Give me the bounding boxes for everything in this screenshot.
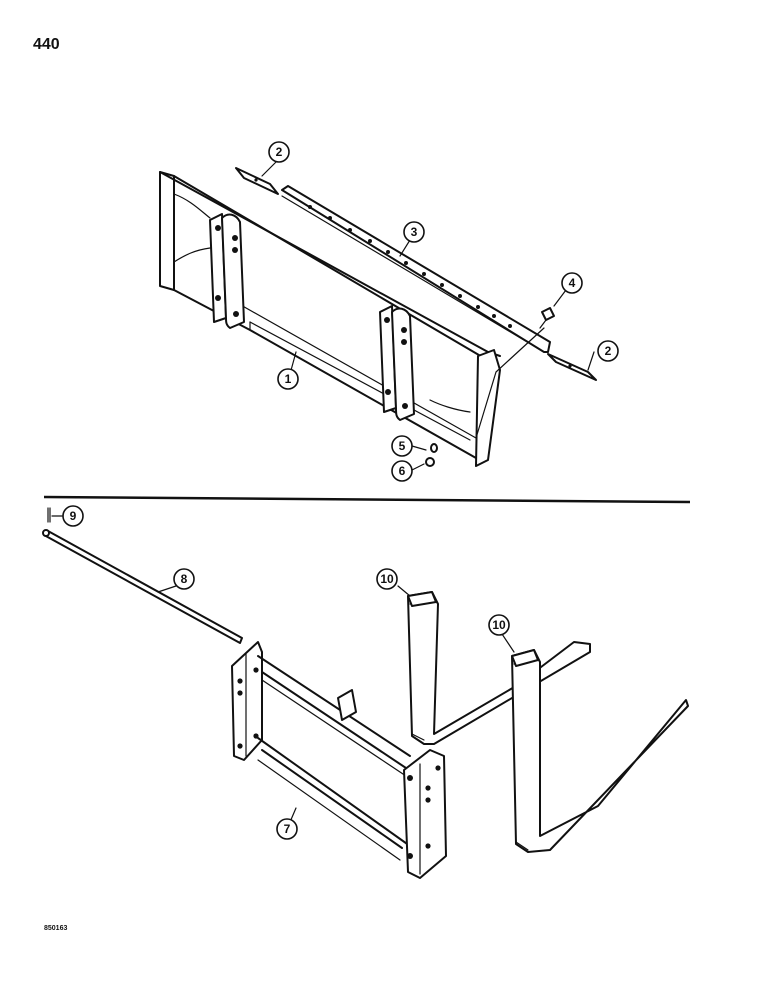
bolt — [539, 307, 555, 329]
fork-left — [407, 591, 591, 745]
bucket-bracket-right — [379, 305, 415, 421]
page-number: 440 — [33, 36, 60, 53]
callout-8: 8 — [181, 572, 188, 586]
cutting-edge — [281, 185, 551, 353]
end-bit-right — [547, 353, 597, 381]
lock-washer — [430, 443, 438, 453]
fastener-leader — [475, 327, 545, 439]
fork-rod — [42, 529, 243, 644]
callout-2b: 2 — [605, 344, 612, 358]
callout-10a: 10 — [380, 572, 394, 586]
callout-5: 5 — [399, 439, 406, 453]
callout-10b: 10 — [492, 618, 506, 632]
nut — [425, 457, 435, 467]
callout-6: 6 — [399, 464, 406, 478]
callout-2a: 2 — [276, 145, 283, 159]
cotter-pin — [47, 507, 51, 523]
callout-9: 9 — [70, 509, 77, 523]
callout-4: 4 — [569, 276, 576, 290]
callout-7: 7 — [284, 822, 291, 836]
section-divider — [43, 495, 691, 504]
end-bit-left — [235, 167, 279, 195]
fork-right — [511, 649, 689, 853]
bucket-bracket-left — [209, 213, 245, 329]
callout-1: 1 — [285, 372, 292, 386]
figure-code: 850163 — [44, 925, 68, 932]
fork-carriage — [231, 641, 447, 879]
callout-3: 3 — [411, 225, 418, 239]
